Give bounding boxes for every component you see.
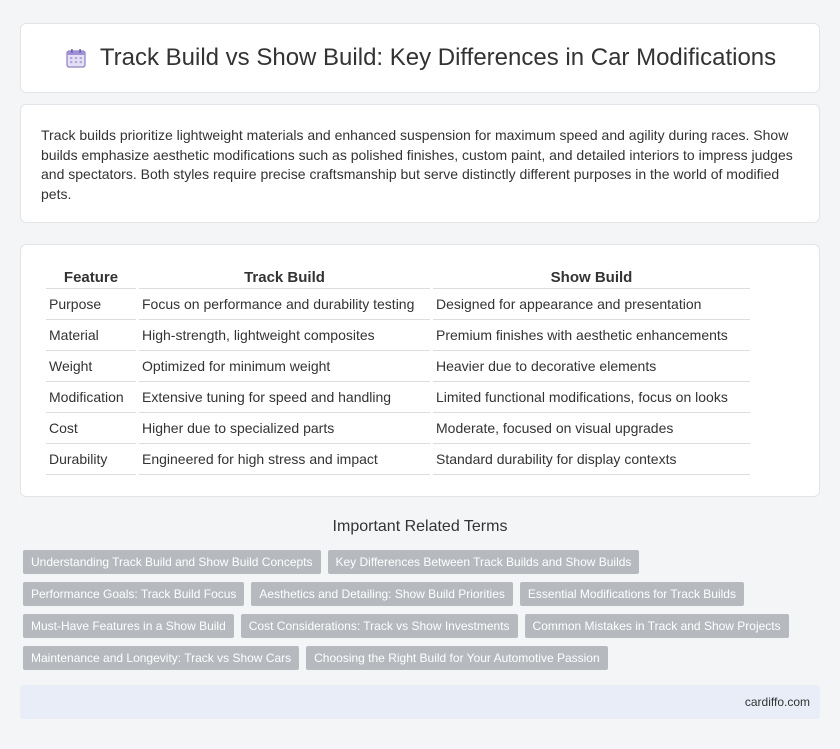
- table-row: Cost Higher due to specialized parts Mod…: [46, 413, 750, 444]
- table-cell: Higher due to specialized parts: [139, 413, 430, 444]
- comparison-table-card: Feature Track Build Show Build Purpose F…: [20, 244, 820, 497]
- table-cell: Material: [46, 320, 136, 351]
- table-row: Durability Engineered for high stress an…: [46, 444, 750, 475]
- table-row: Material High-strength, lightweight comp…: [46, 320, 750, 351]
- intro-text: Track builds prioritize lightweight mate…: [41, 127, 793, 202]
- table-cell: Engineered for high stress and impact: [139, 444, 430, 475]
- comparison-table: Feature Track Build Show Build Purpose F…: [43, 267, 753, 475]
- table-row: Weight Optimized for minimum weight Heav…: [46, 351, 750, 382]
- table-cell: Extensive tuning for speed and handling: [139, 382, 430, 413]
- related-term-tag[interactable]: Understanding Track Build and Show Build…: [23, 550, 321, 574]
- header-feature: Feature: [46, 267, 136, 289]
- related-term-tag[interactable]: Aesthetics and Detailing: Show Build Pri…: [251, 582, 513, 606]
- related-terms-title: Important Related Terms: [332, 518, 508, 535]
- table-cell: Focus on performance and durability test…: [139, 289, 430, 320]
- footer: cardiffo.com: [20, 685, 820, 719]
- related-term-tag[interactable]: Key Differences Between Track Builds and…: [327, 550, 640, 574]
- table-cell: High-strength, lightweight composites: [139, 320, 430, 351]
- table-row: Modification Extensive tuning for speed …: [46, 382, 750, 413]
- related-terms-tags: Understanding Track Build and Show Build…: [23, 550, 823, 678]
- table-cell: Moderate, focused on visual upgrades: [433, 413, 750, 444]
- tag-row: Performance Goals: Track Build Focus Aes…: [23, 582, 823, 614]
- table-cell: Weight: [46, 351, 136, 382]
- table-cell: Optimized for minimum weight: [139, 351, 430, 382]
- intro-section: Track builds prioritize lightweight mate…: [20, 104, 820, 223]
- related-term-tag[interactable]: Must-Have Features in a Show Build: [23, 614, 234, 638]
- table-row: Purpose Focus on performance and durabil…: [46, 289, 750, 320]
- table-cell: Modification: [46, 382, 136, 413]
- footer-site-name[interactable]: cardiffo.com: [744, 695, 810, 709]
- tag-row: Must-Have Features in a Show Build Cost …: [23, 614, 823, 646]
- page-title: Track Build vs Show Build: Key Differenc…: [99, 44, 777, 71]
- related-term-tag[interactable]: Common Mistakes in Track and Show Projec…: [524, 614, 789, 638]
- table-cell: Cost: [46, 413, 136, 444]
- table-cell: Limited functional modifications, focus …: [433, 382, 750, 413]
- table-header-row: Feature Track Build Show Build: [46, 267, 750, 289]
- tag-row: Understanding Track Build and Show Build…: [23, 550, 823, 582]
- related-term-tag[interactable]: Performance Goals: Track Build Focus: [23, 582, 245, 606]
- page-header: Track Build vs Show Build: Key Differenc…: [20, 23, 820, 93]
- table-cell: Standard durability for display contexts: [433, 444, 750, 475]
- related-term-tag[interactable]: Choosing the Right Build for Your Automo…: [306, 646, 608, 670]
- table-cell: Premium finishes with aesthetic enhancem…: [433, 320, 750, 351]
- table-cell: Designed for appearance and presentation: [433, 289, 750, 320]
- calendar-icon: [64, 46, 88, 70]
- table-cell: Heavier due to decorative elements: [433, 351, 750, 382]
- table-cell: Durability: [46, 444, 136, 475]
- table-cell: Purpose: [46, 289, 136, 320]
- header-track-build: Track Build: [139, 267, 430, 289]
- related-term-tag[interactable]: Maintenance and Longevity: Track vs Show…: [23, 646, 300, 670]
- tag-row: Maintenance and Longevity: Track vs Show…: [23, 646, 823, 678]
- related-term-tag[interactable]: Essential Modifications for Track Builds: [519, 582, 744, 606]
- related-term-tag[interactable]: Cost Considerations: Track vs Show Inves…: [240, 614, 518, 638]
- header-show-build: Show Build: [433, 267, 750, 289]
